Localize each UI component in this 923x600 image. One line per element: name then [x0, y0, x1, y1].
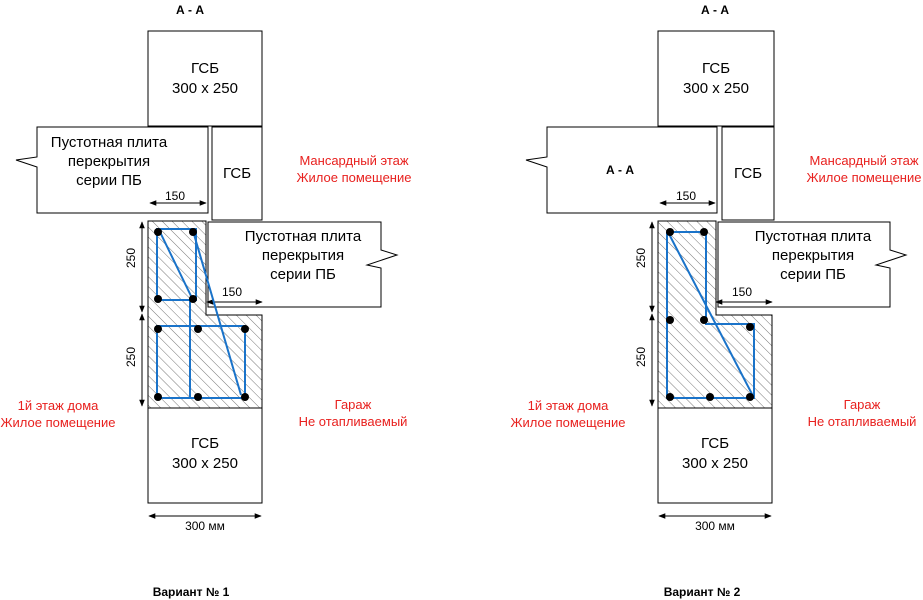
dimension-lower-height: 250 [124, 313, 145, 407]
dimension-width: 300 мм [148, 513, 262, 533]
note-garage: Не отапливаемый [808, 414, 917, 429]
dimension-value: 250 [634, 248, 648, 268]
dimension-lower-height: 250 [634, 313, 655, 407]
note-first-floor: Жилое помещение [1, 415, 116, 430]
note-first-floor: Жилое помещение [511, 415, 626, 430]
dimension-value: 150 [165, 189, 185, 203]
note-garage: Гараж [335, 397, 372, 412]
slab-label: серии ПБ [76, 172, 142, 189]
dimension-slab-bearing: 150 [149, 189, 207, 206]
slab-label: перекрытия [772, 247, 854, 264]
note-first-floor: 1й этаж дома [528, 398, 610, 413]
middle-gsb-block: ГСБ [721, 126, 775, 221]
dimension-value: 150 [676, 189, 696, 203]
dimension-right-bearing: 150 [206, 285, 263, 305]
block-size: 300 х 250 [682, 455, 748, 472]
block-label: ГСБ [191, 60, 219, 77]
dimension-value: 150 [222, 285, 242, 299]
top-gsb-block: ГСБ 300 х 250 [657, 30, 775, 127]
block-label: ГСБ [191, 435, 219, 452]
slab-label: Пустотная плита [51, 134, 168, 151]
block-size: 300 х 250 [683, 80, 749, 97]
variant-2-drawing: А - А ГСБ 300 х 250 А - А ГСБ 150 Пустот… [511, 3, 922, 599]
block-label: ГСБ [701, 435, 729, 452]
dimension-upper-height: 250 [124, 221, 145, 313]
note-upper-floor: Жилое помещение [807, 170, 922, 185]
top-gsb-block: ГСБ 300 х 250 [147, 30, 263, 127]
bottom-gsb-block: ГСБ 300 х 250 [147, 407, 263, 504]
slab-label: Пустотная плита [755, 228, 872, 245]
dimension-value: 300 мм [695, 519, 735, 533]
dimension-slab-bearing: 150 [659, 189, 716, 206]
block-label: ГСБ [734, 165, 762, 182]
dimension-value: 300 мм [185, 519, 225, 533]
hollow-slab-left: А - А [525, 126, 718, 214]
dimension-right-bearing: 150 [715, 285, 773, 305]
block-label: ГСБ [702, 60, 730, 77]
note-first-floor: 1й этаж дома [18, 398, 100, 413]
slab-label: перекрытия [68, 153, 150, 170]
block-size: 300 х 250 [172, 455, 238, 472]
bottom-gsb-block: ГСБ 300 х 250 [657, 407, 773, 504]
hollow-slab-right: Пустотная плита перекрытия серии ПБ [717, 221, 908, 308]
dimension-value: 250 [124, 347, 138, 367]
dimension-value: 250 [124, 248, 138, 268]
dimension-width: 300 мм [658, 513, 772, 533]
variant-1-drawing: А - А ГСБ 300 х 250 Пустотная плита пере… [1, 3, 412, 599]
section-label: А - А [701, 3, 729, 17]
note-garage: Гараж [844, 397, 881, 412]
block-label: ГСБ [223, 165, 251, 182]
note-upper-floor: Мансардный этаж [809, 153, 918, 168]
dimension-value: 250 [634, 347, 648, 367]
dimension-upper-height: 250 [634, 221, 655, 313]
note-garage: Не отапливаемый [299, 414, 408, 429]
slab-label: серии ПБ [780, 266, 846, 283]
block-size: 300 х 250 [172, 80, 238, 97]
slab-label: А - А [606, 163, 634, 177]
section-label: А - А [176, 3, 204, 17]
slab-label: Пустотная плита [245, 228, 362, 245]
slab-label: перекрытия [262, 247, 344, 264]
note-upper-floor: Жилое помещение [297, 170, 412, 185]
variant-caption: Вариант № 2 [664, 585, 741, 599]
concrete-beam [147, 220, 263, 409]
slab-label: серии ПБ [270, 266, 336, 283]
middle-gsb-block: ГСБ [211, 126, 263, 221]
dimension-value: 150 [732, 285, 752, 299]
hollow-slab-left: Пустотная плита перекрытия серии ПБ [15, 126, 209, 214]
variant-caption: Вариант № 1 [153, 585, 230, 599]
note-upper-floor: Мансардный этаж [299, 153, 408, 168]
hollow-slab-right: Пустотная плита перекрытия серии ПБ [207, 221, 399, 308]
